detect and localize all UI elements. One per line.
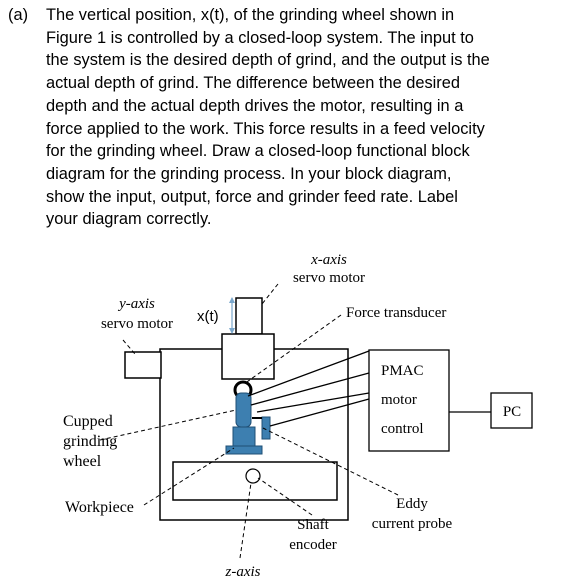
pmac-controller xyxy=(368,349,450,452)
leader-workpiece xyxy=(143,447,235,506)
y-axis-label: y-axis xyxy=(117,296,155,312)
pmac-motor-label: motor xyxy=(381,392,417,408)
leader-force-transducer xyxy=(243,314,342,385)
cable xyxy=(250,372,370,406)
pc-box xyxy=(490,392,533,429)
x-axis-motor-label: servo motor xyxy=(293,270,365,286)
xt-arrow-head-up xyxy=(229,297,235,303)
question-line: your diagram correctly. xyxy=(46,210,212,229)
question-line: diagram for the grinding process. In you… xyxy=(46,164,452,183)
encoder-label: encoder xyxy=(289,537,336,553)
current-probe-label: current probe xyxy=(372,516,453,532)
question-text: The vertical position, x(t), of the grin… xyxy=(46,4,554,231)
leader-z-axis xyxy=(239,482,252,559)
spindle-housing xyxy=(221,333,275,380)
question-line: force applied to the work. This force re… xyxy=(46,119,485,138)
leader-shaft-encoder xyxy=(257,477,313,516)
xt-label: x(t) xyxy=(197,308,219,325)
y-axis-motor-block xyxy=(124,351,162,379)
leader-cupped-wheel xyxy=(99,409,237,441)
leader-y-axis xyxy=(122,339,136,355)
xt-arrow-head-down xyxy=(229,328,235,334)
workpiece xyxy=(232,426,256,448)
question-line: Figure 1 is controlled by a closed-loop … xyxy=(46,28,474,47)
x-axis-motor-block xyxy=(235,297,263,335)
question-label: (a) xyxy=(8,6,29,24)
cable xyxy=(247,350,370,397)
x-axis-label: x-axis xyxy=(310,252,347,268)
question-line: the system is the desired depth of grind… xyxy=(46,51,490,70)
cupped-label: Cupped xyxy=(63,413,113,430)
question-line: actual depth of grind. The difference be… xyxy=(46,74,460,93)
pmac-control-label: control xyxy=(381,421,424,437)
cable xyxy=(256,392,370,413)
shaft-label: Shaft xyxy=(297,517,329,533)
question-line: show the input, output, force and grinde… xyxy=(46,187,458,206)
z-axis-label: z-axis xyxy=(225,564,261,580)
grinding-wheel xyxy=(235,392,252,428)
y-axis-motor-label: servo motor xyxy=(101,316,173,332)
pmac-label: PMAC xyxy=(381,363,424,379)
eddy-label: Eddy xyxy=(396,496,428,512)
workpiece-base xyxy=(225,445,263,455)
force-transducer-block xyxy=(261,416,271,440)
question-line: The vertical position, x(t), of the grin… xyxy=(46,6,455,24)
cable xyxy=(269,398,370,427)
question-line: depth and the actual depth drives the mo… xyxy=(46,96,464,115)
shaft-encoder xyxy=(245,468,261,484)
grinding-label: grinding xyxy=(63,433,117,450)
workpiece-label: Workpiece xyxy=(65,499,134,516)
pc-label: PC xyxy=(503,404,521,420)
wheel-label: wheel xyxy=(63,453,102,470)
question-line: for the grinding wheel. Draw a closed-lo… xyxy=(46,142,470,161)
leader-x-axis xyxy=(261,283,279,305)
force-transducer-label: Force transducer xyxy=(346,305,446,321)
